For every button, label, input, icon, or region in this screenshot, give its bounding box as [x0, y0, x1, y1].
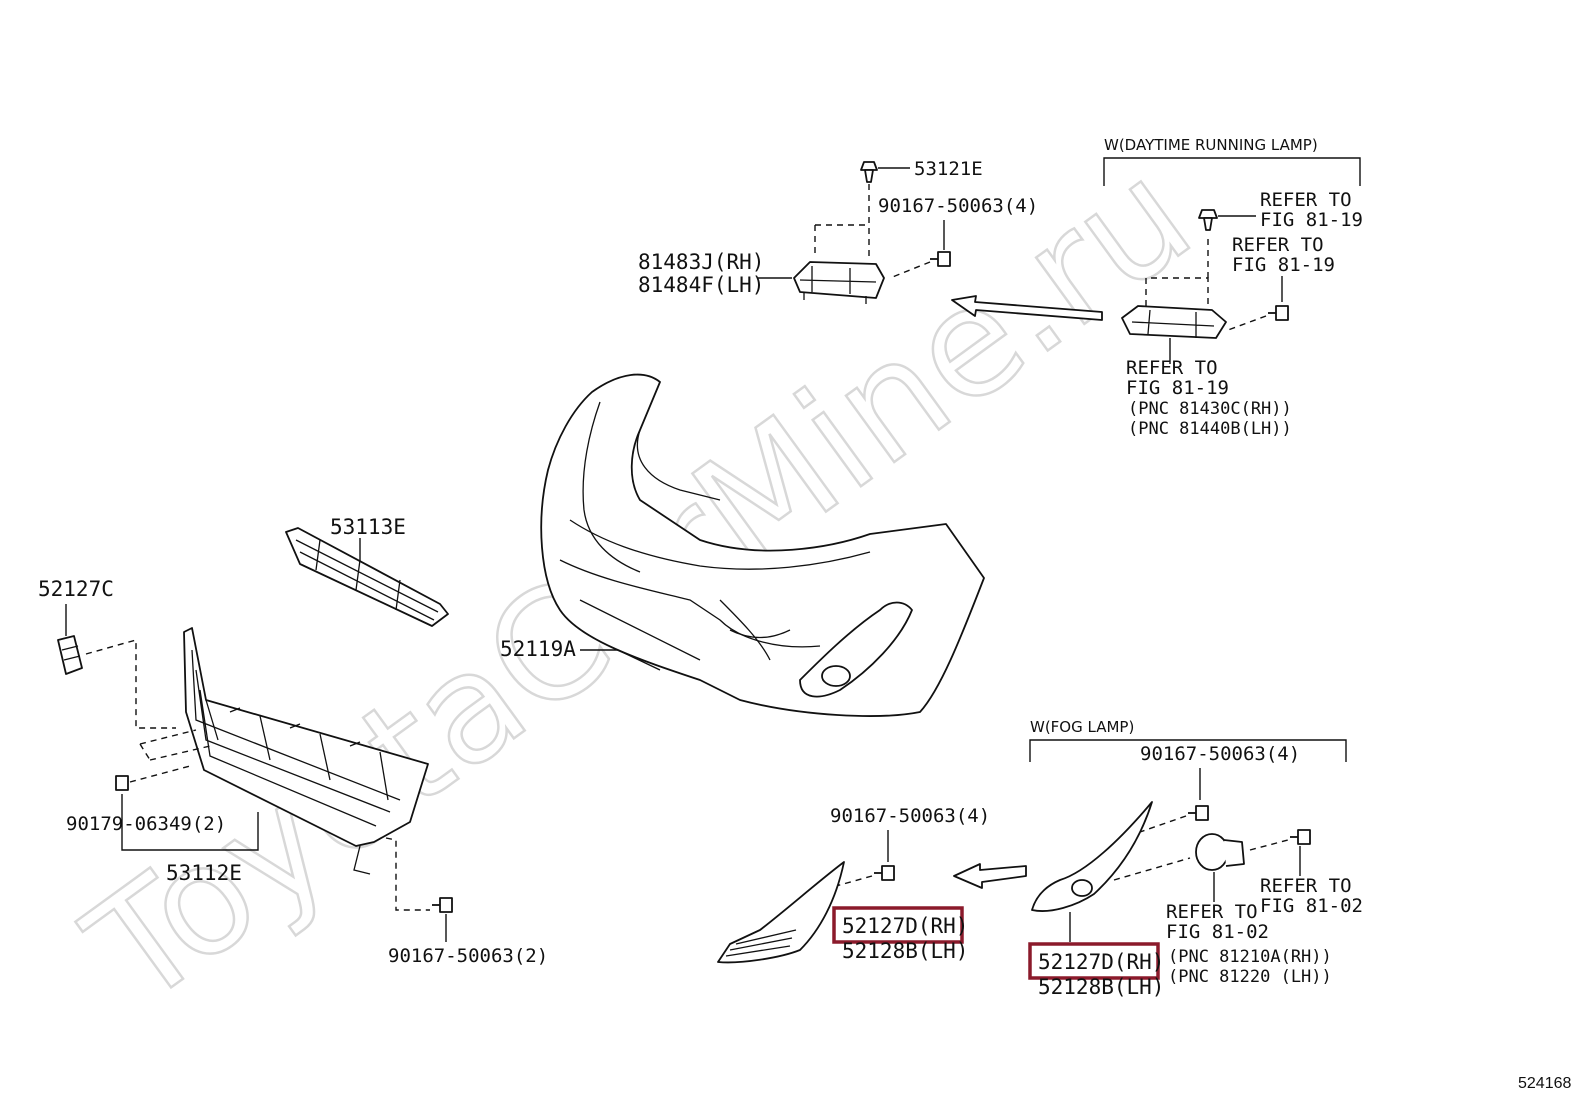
label-52128b-left[interactable]: 52128B(LH) [842, 939, 968, 963]
label-52127d-right[interactable]: 52127D(RH) [1038, 950, 1164, 974]
label-52127c[interactable]: 52127C [38, 577, 114, 601]
pnc-81210a[interactable]: (PNC 81210A(RH)) [1168, 947, 1332, 967]
drl-refer-3b[interactable]: FIG 81-19 [1126, 377, 1229, 399]
screw-90167-fog-group[interactable] [1188, 805, 1209, 821]
fog-refer-1a: REFER TO [1260, 875, 1352, 897]
fog-cover-52127d[interactable] [717, 861, 845, 964]
label-53113e[interactable]: 53113E [330, 515, 406, 539]
drl-group-bracket [1103, 157, 1361, 186]
drl-refer-1b[interactable]: FIG 81-19 [1260, 209, 1363, 231]
dash-fog-group-screw [1139, 815, 1187, 833]
pnc-81430c[interactable]: (PNC 81430C(RH)) [1128, 399, 1292, 419]
drl-refer-2a: REFER TO [1232, 234, 1324, 256]
label-52127d-left[interactable]: 52127D(RH) [842, 914, 968, 938]
pnc-81440b[interactable]: (PNC 81440B(LH)) [1128, 419, 1292, 439]
grille-53112e[interactable] [183, 627, 429, 875]
pnc-81220[interactable]: (PNC 81220 (LH)) [1168, 967, 1332, 987]
dash-nut-90179 [129, 765, 191, 783]
label-52119a[interactable]: 52119A [500, 637, 576, 661]
bracket-81483j[interactable] [793, 261, 885, 304]
leader-52119a [580, 649, 661, 671]
dash-fog-cover-screw [835, 875, 873, 887]
label-81483j[interactable]: 81483J(RH) [638, 250, 764, 274]
fog-group-bracket [1029, 739, 1347, 762]
clip-52127c[interactable] [57, 635, 83, 675]
fog-cover-52127d-with-lamp[interactable] [1031, 801, 1153, 912]
highlight-52127d-right [1028, 942, 1160, 980]
dash-drl-box [1145, 277, 1209, 306]
bumper-cover-52119a[interactable] [540, 373, 985, 717]
drl-refer-2b[interactable]: FIG 81-19 [1232, 254, 1335, 276]
figure-number: 524168 [1518, 1075, 1571, 1092]
drl-group-header: W(DAYTIME RUNNING LAMP) [1104, 136, 1318, 154]
drl-lamp[interactable] [1121, 305, 1227, 339]
dash-screw-bracket [889, 261, 931, 279]
screw-drl[interactable] [1268, 305, 1289, 321]
screw-90167-bottom[interactable] [432, 897, 453, 913]
grille-53113e[interactable] [285, 527, 449, 627]
dash-52127c [85, 639, 176, 729]
drl-refer-3a: REFER TO [1126, 357, 1218, 379]
screw-90167-top[interactable] [930, 251, 951, 267]
label-90179[interactable]: 90179-06349(2) [66, 813, 226, 835]
arrow-drl [951, 295, 1103, 321]
label-90167-bottom[interactable]: 90167-50063(2) [388, 945, 548, 967]
fog-group-header: W(FOG LAMP) [1030, 718, 1134, 736]
label-53112e[interactable]: 53112E [166, 861, 242, 885]
label-90167-fog-group[interactable]: 90167-50063(4) [1140, 743, 1300, 765]
label-81484f[interactable]: 81484F(LH) [638, 273, 764, 297]
leader-53112e [121, 794, 259, 851]
dash-fog-lamp [1113, 857, 1191, 881]
nut-90179[interactable] [115, 775, 129, 791]
fog-refer-2a: REFER TO [1166, 901, 1258, 923]
dash-bottom-screw [385, 837, 430, 911]
screw-90167-fog-cover[interactable] [874, 865, 895, 881]
drl-refer-1a: REFER TO [1260, 189, 1352, 211]
dash-bracket-box [814, 224, 869, 258]
dash-drl-screw [1227, 315, 1267, 331]
screw-fog-lamp[interactable] [1290, 829, 1311, 845]
label-90167-top[interactable]: 90167-50063(4) [878, 195, 1038, 217]
arrow-fog [953, 863, 1027, 889]
fog-refer-1b[interactable]: FIG 81-02 [1260, 895, 1363, 917]
fog-refer-2b[interactable]: FIG 81-02 [1166, 921, 1269, 943]
highlight-52127d-left [832, 906, 964, 944]
fog-lamp[interactable] [1195, 833, 1245, 871]
label-52128b-right[interactable]: 52128B(LH) [1038, 975, 1164, 999]
label-90167-fog-cover[interactable]: 90167-50063(4) [830, 805, 990, 827]
clip-drl[interactable] [1198, 209, 1218, 231]
dash-grille-box [139, 729, 211, 761]
label-53121e[interactable]: 53121E [914, 158, 983, 180]
dash-fog-lamp-screw [1249, 839, 1289, 851]
clip-53121e[interactable] [860, 161, 878, 183]
